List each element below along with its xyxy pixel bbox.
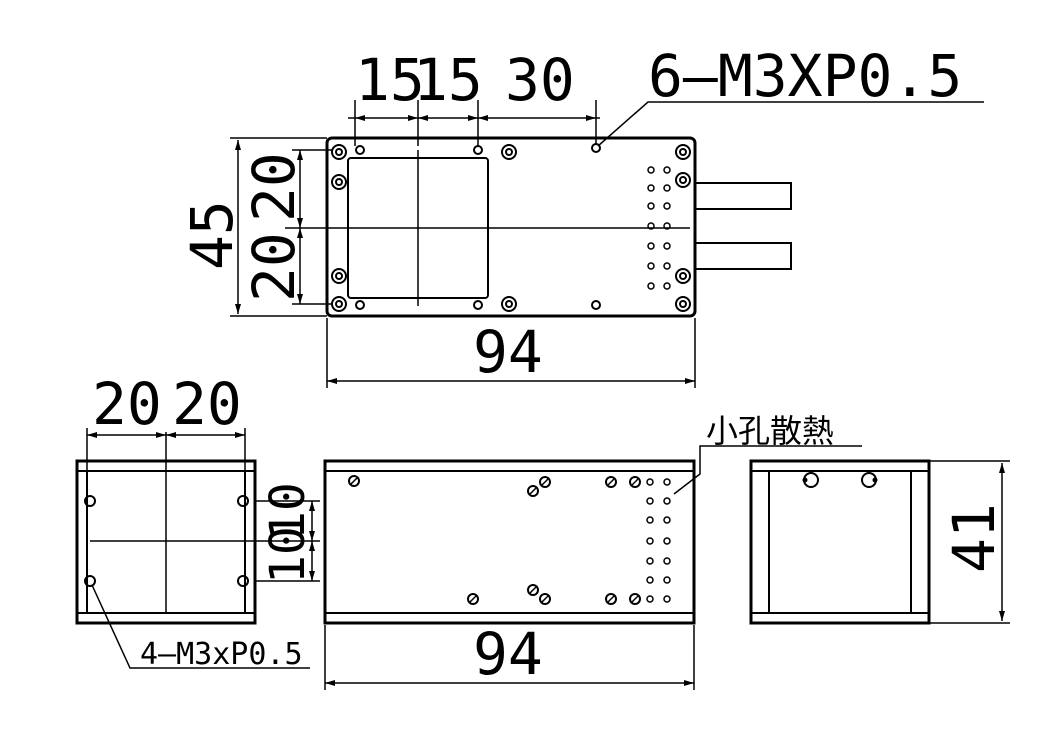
dim-top-20-b: 20 (240, 232, 308, 302)
dim-top-94: 94 (473, 318, 543, 386)
thread-leader-front (91, 584, 310, 669)
thread-note-front: 4—M3xP0.5 (140, 637, 303, 672)
cable-stub-lower (694, 242, 792, 270)
dim-top-45: 45 (178, 200, 246, 270)
side-view-screws (348, 475, 641, 605)
dim-front-10-a: 10 (260, 482, 316, 540)
dim-top-30: 30 (505, 46, 575, 114)
vent-note-leader (673, 445, 862, 495)
dim-side-94: 94 (473, 620, 543, 688)
vent-note: 小孔散熱 (706, 412, 834, 450)
dim-front-10-b: 10 (260, 526, 316, 584)
thread-leader-top (597, 101, 984, 147)
top-view-holes (331, 143, 691, 312)
front-view: 20 20 10 10 4—M3xP0.5 (75, 370, 320, 672)
dim-end-41: 41 (940, 503, 1008, 573)
side-view-vent-holes (646, 478, 671, 603)
side-view: 小孔散熱 94 (323, 412, 862, 690)
dim-top-15-a: 15 (355, 46, 425, 114)
cable-stub-upper (694, 182, 792, 210)
dim-top-15-b: 15 (413, 46, 483, 114)
end-view: 41 (749, 459, 1010, 625)
end-view-outline (749, 459, 931, 625)
top-view-vent-holes (647, 166, 671, 290)
dim-front-20-a: 20 (92, 370, 162, 438)
side-view-outline (323, 459, 696, 625)
top-view: 15 15 30 6—M3XP0.5 45 20 20 94 (178, 42, 984, 388)
dim-top-20-a: 20 (240, 152, 308, 222)
top-view-outline (325, 136, 697, 318)
thread-note-top: 6—M3XP0.5 (648, 42, 962, 110)
dim-front-20-b: 20 (172, 370, 242, 438)
